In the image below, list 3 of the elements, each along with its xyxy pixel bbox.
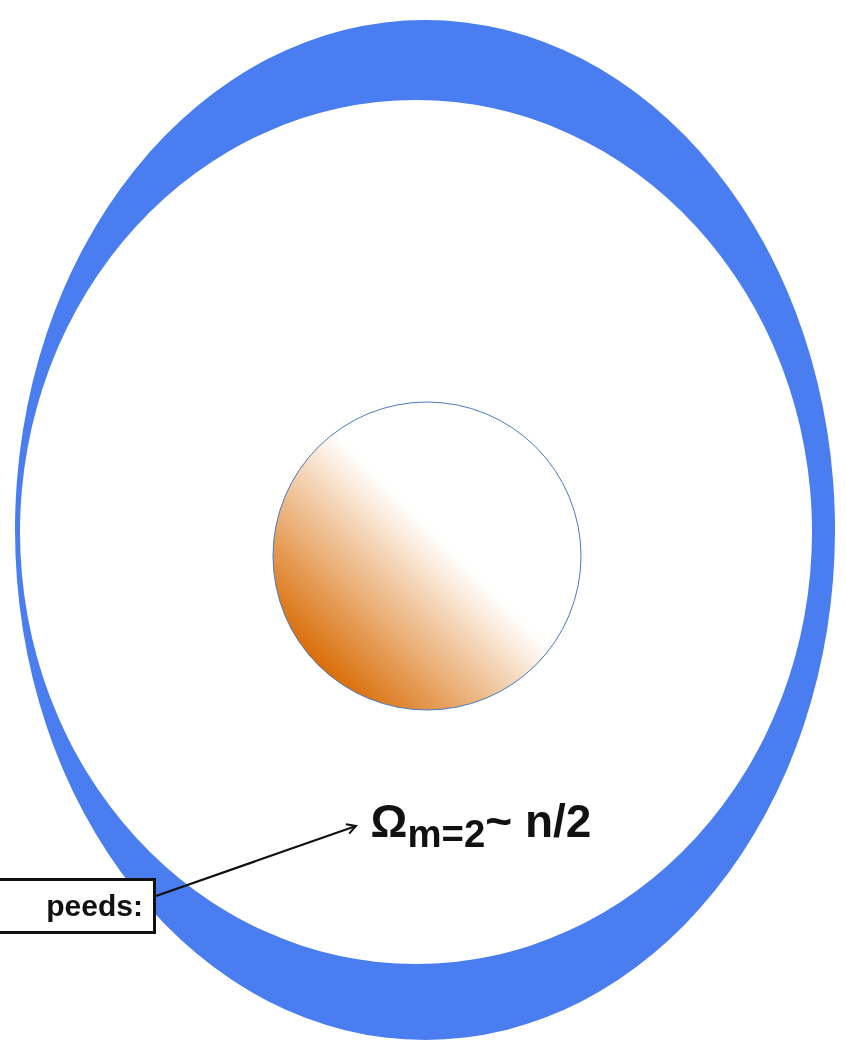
text-box: peeds: bbox=[0, 878, 156, 934]
arrow bbox=[155, 823, 357, 898]
formula-label: Ω$_{m=2}$~ n/2 bbox=[352, 790, 610, 860]
